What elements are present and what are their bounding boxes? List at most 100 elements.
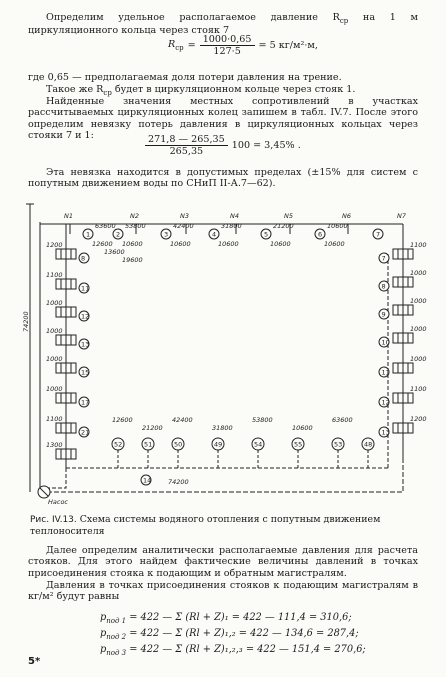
supply-length: 12600 bbox=[92, 240, 113, 248]
section-number: 6 bbox=[318, 231, 322, 239]
section-number: 5 bbox=[264, 231, 268, 239]
section-marker bbox=[378, 280, 390, 292]
equation-p3: pпод 3 = 422 — Σ (Rl + Z)₁,₂,₃ = 422 — 1… bbox=[100, 644, 366, 657]
radiator-load-left: 1000 bbox=[46, 355, 63, 363]
supply-length: 10600 bbox=[122, 240, 143, 248]
riser-label: N1 bbox=[64, 212, 73, 220]
section-marker bbox=[78, 282, 90, 294]
radiator-load-left: 1200 bbox=[46, 241, 63, 249]
radiator-load-left: 1000 bbox=[46, 327, 63, 335]
section-marker bbox=[378, 396, 390, 408]
return-load: 42400 bbox=[172, 416, 193, 424]
paragraph-tolerance: Эта невязка находится в допустимых преде… bbox=[28, 167, 418, 190]
paragraph-friction-share: где 0,65 — предполагаемая доля потери да… bbox=[28, 72, 342, 83]
return-section-number: 49 bbox=[214, 441, 222, 449]
section-marker bbox=[260, 228, 272, 240]
mid-label: 19600 bbox=[122, 256, 143, 264]
mid-label: 13600 bbox=[104, 248, 125, 256]
section-number: 17 bbox=[81, 399, 89, 407]
riser-label: N2 bbox=[130, 212, 139, 220]
riser-label: N5 bbox=[284, 212, 293, 220]
section-marker bbox=[372, 228, 384, 240]
section-number: 15 bbox=[81, 369, 89, 377]
section-number: 7 bbox=[382, 255, 386, 263]
riser-label: N6 bbox=[342, 212, 351, 220]
section-number: 14 bbox=[143, 477, 151, 485]
section-number: 13 bbox=[81, 341, 89, 349]
return-load: 12600 bbox=[112, 416, 133, 424]
section-marker bbox=[140, 474, 152, 486]
radiator-load-right: 1000 bbox=[410, 269, 427, 277]
section-marker bbox=[78, 396, 90, 408]
paragraph-same-r: Такое же Rср будет в циркуляционном коль… bbox=[46, 84, 356, 97]
return-load: 53800 bbox=[252, 416, 273, 424]
pump-label: Насос bbox=[48, 498, 68, 506]
section-number: 8 bbox=[382, 283, 386, 291]
return-section-number: 53 bbox=[334, 441, 342, 449]
supply-load: 42400 bbox=[173, 222, 194, 230]
radiator-load-left: 1100 bbox=[46, 415, 63, 423]
supply-length: 10600 bbox=[218, 240, 239, 248]
section-number: 12 bbox=[81, 313, 89, 321]
paragraph-local-resistances: Найденные значения местных сопротивлений… bbox=[28, 96, 418, 141]
paragraph-analytic: Далее определим аналитически располагаем… bbox=[28, 545, 418, 579]
return-section-number: 55 bbox=[294, 441, 302, 449]
section-number: 7 bbox=[376, 231, 380, 239]
equation-p2: pпод 2 = 422 — Σ (Rl + Z)₁,₂ = 422 — 134… bbox=[100, 628, 359, 641]
section-number: 11 bbox=[382, 369, 390, 377]
supply-length: 10600 bbox=[324, 240, 345, 248]
radiator-load-left: 1000 bbox=[46, 299, 63, 307]
supply-load: 63600 bbox=[95, 222, 116, 230]
section-marker bbox=[78, 310, 90, 322]
section-marker bbox=[378, 252, 390, 264]
return-section-number: 48 bbox=[364, 441, 372, 449]
section-number: 12 bbox=[382, 399, 390, 407]
return-load: 31800 bbox=[212, 424, 233, 432]
section-marker bbox=[208, 228, 220, 240]
riser-label: N4 bbox=[230, 212, 239, 220]
intro-line: Определим удельное располагаемое давлени… bbox=[28, 12, 418, 37]
section-marker bbox=[82, 228, 94, 240]
section-marker bbox=[378, 426, 390, 438]
section-number: 11 bbox=[81, 285, 89, 293]
bottom-return-line bbox=[40, 462, 404, 493]
radiator-load-left: 1300 bbox=[46, 441, 63, 449]
section-marker bbox=[112, 228, 124, 240]
section-marker bbox=[378, 308, 390, 320]
section-marker bbox=[314, 228, 326, 240]
section-number: 13 bbox=[382, 429, 390, 437]
supply-load: 31800 bbox=[221, 222, 242, 230]
radiator-load-right: 1000 bbox=[410, 297, 427, 305]
section-number: 4 bbox=[212, 231, 216, 239]
radiator-load-right: 1200 bbox=[410, 415, 427, 423]
radiator-load-left: 1000 bbox=[46, 385, 63, 393]
return-section-number: 51 bbox=[144, 441, 152, 449]
riser-label: N7 bbox=[397, 212, 407, 220]
section-marker bbox=[378, 366, 390, 378]
radiator-load-right: 1100 bbox=[410, 241, 427, 249]
supply-load: 53800 bbox=[125, 222, 146, 230]
section-marker bbox=[160, 228, 172, 240]
return-section-number: 52 bbox=[114, 441, 122, 449]
equation-p1: pпод 1 = 422 — Σ (Rl + Z)₁ = 422 — 111,4… bbox=[100, 612, 352, 625]
supply-load: 10600 bbox=[327, 222, 348, 230]
section-marker bbox=[78, 338, 90, 350]
section-number: 21 bbox=[81, 429, 89, 437]
return-load: 21200 bbox=[142, 424, 163, 432]
supply-length: 10600 bbox=[270, 240, 291, 248]
section-number: 9 bbox=[382, 311, 386, 319]
section-number: 8 bbox=[81, 255, 85, 263]
radiator-load-right: 1000 bbox=[410, 355, 427, 363]
return-main-line bbox=[40, 242, 389, 489]
radiator-load-right: 1000 bbox=[410, 325, 427, 333]
return-section-number: 54 bbox=[254, 441, 262, 449]
figure-caption: Рис. IV.13. Схема системы водяного отопл… bbox=[30, 514, 381, 537]
radiator-load-left: 1100 bbox=[46, 271, 63, 279]
paragraph-supply-pressures: Давления в точках присоединения стояков … bbox=[28, 580, 418, 603]
main-pipe-load: 74200 bbox=[22, 311, 30, 332]
section-number: 10 bbox=[382, 339, 390, 347]
